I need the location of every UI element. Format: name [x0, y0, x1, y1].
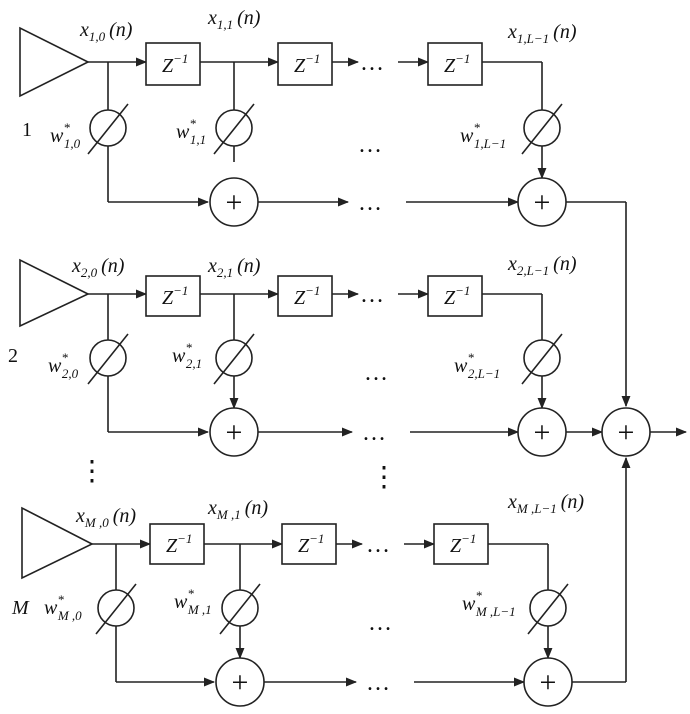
delay-block: [149, 523, 205, 565]
delay-block: [145, 42, 201, 86]
signal-label-xM1: xM ,1(n): [207, 497, 268, 522]
signal-label-xM0: xM ,0(n): [75, 505, 136, 530]
sensor-1-triangle: [19, 26, 90, 98]
svg-text:+: +: [618, 416, 635, 449]
signal-label-x21: x2,1(n): [207, 255, 261, 280]
svg-text:+: +: [540, 666, 557, 699]
delay-block: [277, 275, 333, 317]
svg-text:+: +: [226, 416, 243, 449]
branch-2: 2 Z−1 Z−1 … Z−1 x2,0(n) x2,1(n) x2,L−1(n…: [8, 253, 604, 457]
delay-block: [427, 42, 483, 86]
signal-label-x2L: x2,L−1(n): [507, 253, 577, 278]
sensor-2-triangle: [19, 258, 90, 328]
weight-label-w21: w*2,1: [172, 340, 202, 371]
delay-block: [277, 42, 333, 86]
ellipsis: …: [368, 610, 392, 636]
svg-text:+: +: [534, 186, 551, 219]
delay-label: Z−1: [294, 283, 320, 309]
output-adder-group: +: [601, 407, 688, 457]
delay-label: Z−1: [444, 51, 470, 77]
ellipsis: …: [366, 670, 390, 696]
delay-label: Z−1: [162, 283, 188, 309]
weight-label-w11: w*1,1: [176, 116, 206, 147]
delay-label: Z−1: [294, 51, 320, 77]
svg-text:+: +: [534, 416, 551, 449]
weight-label-wM1: w*M ,1: [174, 586, 212, 617]
delay-label: Z−1: [162, 51, 188, 77]
signal-label-xML: xM ,L−1(n): [507, 491, 584, 516]
delay-block: [145, 275, 201, 317]
branch-1: 1 Z−1 Z−1 … Z−1 x1,0(n) x1,1(n) x1,L−1(n…: [19, 7, 631, 408]
ellipsis: …: [364, 360, 388, 386]
branch-M: M Z−1 Z−1 … Z−1 xM ,0(n) xM ,1(n) xM ,L−…: [11, 456, 631, 707]
delay-label: Z−1: [166, 531, 192, 557]
ellipsis: …: [360, 282, 384, 308]
delay-block: [427, 275, 483, 317]
signal-label-x10: x1,0(n): [79, 19, 133, 44]
sensor-M-triangle: [21, 506, 94, 580]
ellipsis: …: [358, 190, 382, 216]
ellipsis: …: [358, 132, 382, 158]
ellipsis: …: [362, 420, 386, 446]
weight-label-w20: w*2,0: [48, 350, 79, 381]
weight-label-w2L: w*2,L−1: [454, 350, 500, 381]
weight-label-wM0: w*M ,0: [44, 592, 82, 623]
signal-label-x20: x2,0(n): [71, 255, 125, 280]
branch-1-label: 1: [22, 119, 32, 141]
signal-label-x11: x1,1(n): [207, 7, 261, 32]
ellipsis: …: [366, 532, 390, 558]
delay-label: Z−1: [450, 531, 476, 557]
vertical-dots: ⋮: [78, 456, 106, 487]
delay-label: Z−1: [444, 283, 470, 309]
weight-label-wML: w*M ,L−1: [462, 588, 516, 619]
signal-label-x1L: x1,L−1(n): [507, 21, 577, 46]
weight-label-w10: w*1,0: [50, 120, 81, 151]
svg-text:+: +: [226, 186, 243, 219]
svg-text:+: +: [232, 666, 249, 699]
vertical-dots: ⋮: [370, 462, 398, 493]
delay-block: [281, 523, 337, 565]
branch-2-label: 2: [8, 345, 18, 367]
weight-label-w1L: w*1,L−1: [460, 120, 506, 151]
ellipsis: …: [360, 50, 384, 76]
branch-M-label: M: [11, 597, 30, 619]
delay-label: Z−1: [298, 531, 324, 557]
